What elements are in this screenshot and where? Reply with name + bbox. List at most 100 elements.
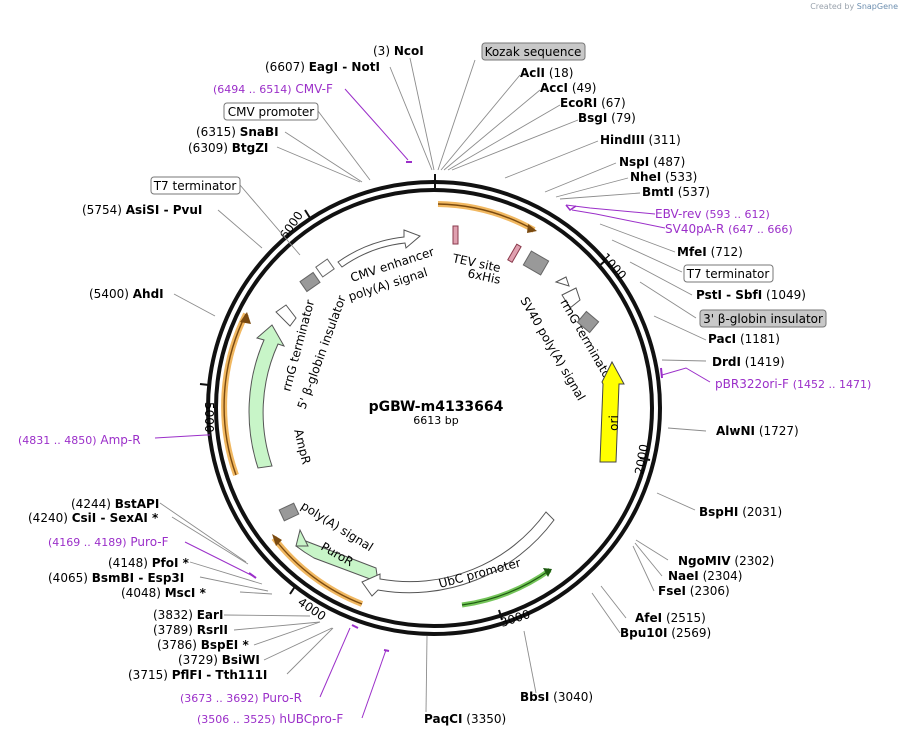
enzyme-label: BspHI (2031) <box>699 505 782 519</box>
enzyme-position: (18) <box>549 66 574 80</box>
enzyme-name: MscI * <box>165 586 207 600</box>
enzyme-position: (3) <box>373 44 390 58</box>
enzyme-name: BspEI * <box>201 638 250 652</box>
feature-tev-his: TEV site 6xHis <box>450 225 522 287</box>
enzyme-position: (5400) <box>89 287 129 301</box>
enzyme-position: (2304) <box>703 569 743 583</box>
enzyme-name: AccI <box>540 81 568 95</box>
enzyme-name: BbsI <box>520 690 549 704</box>
label-his: 6xHis <box>466 266 502 287</box>
enzyme-name: EcoRI <box>560 96 597 110</box>
enzyme-label: Bpu10I (2569) <box>620 626 711 640</box>
enzyme-name: AfeI <box>635 611 662 625</box>
enzyme-name: CsiI - SexAI * <box>72 511 159 525</box>
enzyme-position: (6315) <box>196 125 236 139</box>
enzyme-name: HindIII <box>600 133 645 147</box>
enzyme-position: (2302) <box>734 554 774 568</box>
enzyme-label: (6309) BtgZI <box>188 141 268 155</box>
primer-name: Amp-R <box>100 433 140 447</box>
enzyme-label: (5754) AsiSI - PvuI <box>82 203 202 217</box>
primer-label: (4169 .. 4189) Puro-F <box>48 535 169 549</box>
enzyme-name: AlwNI <box>716 424 755 438</box>
enzyme-name: EarI <box>197 608 224 622</box>
credit-brand: SnapGene <box>856 2 898 11</box>
enzyme-position: (1049) <box>766 288 806 302</box>
enzyme-name: NcoI <box>394 44 424 58</box>
enzyme-label: AlwNI (1727) <box>716 424 799 438</box>
primer-label: SV40pA-R (647 .. 666) <box>665 222 793 236</box>
cmv-promoter-label: CMV promoter <box>223 102 319 121</box>
primer-name: pBR322ori-F <box>715 377 789 391</box>
primer-name: EBV-rev <box>655 207 701 221</box>
feature-ori[interactable]: ori <box>599 360 625 463</box>
enzyme-position: (1727) <box>759 424 799 438</box>
label-cmv-promoter: CMV promoter <box>228 105 315 119</box>
tick-1000: 1000 <box>598 250 629 282</box>
enzyme-label: (5400) AhdI <box>89 287 164 301</box>
enzyme-position: (67) <box>601 96 626 110</box>
enzyme-label: PstI - SbfI (1049) <box>696 288 806 302</box>
enzyme-label: (3729) BsiWI <box>178 653 260 667</box>
globin3-label: 3' β-globin insulator <box>699 309 827 328</box>
primer-range: (4169 .. 4189) <box>48 536 127 549</box>
enzyme-position: (4065) <box>48 571 88 585</box>
leader-lines <box>159 57 707 713</box>
feature-rrng-left: rrnG terminator 5' β-globin insulator <box>275 294 349 411</box>
primer-leaders <box>154 88 711 719</box>
label-ori: ori <box>607 415 621 431</box>
small-box-left-1 <box>299 271 321 293</box>
enzyme-name: AhdI <box>133 287 164 301</box>
label-ampr: AmpR <box>291 428 313 466</box>
enzyme-label: (3) NcoI <box>373 44 424 58</box>
enzyme-name: FseI <box>658 584 686 598</box>
enzyme-name: BsmBI - Esp3I <box>92 571 184 585</box>
t7-terminator-left-label: T7 terminator <box>150 176 241 195</box>
primer-range: (1452 .. 1471) <box>793 378 872 391</box>
tick-3000: 3000 <box>499 607 532 630</box>
enzyme-label: (3715) PflFI - Tth111I <box>128 668 267 682</box>
feature-rrng-right: SV40 poly(A) signal rrnG terminator <box>517 276 617 403</box>
globin3-box <box>576 310 600 334</box>
enzyme-position: (3350) <box>466 712 506 726</box>
label-globin3: 3' β-globin insulator <box>703 312 823 326</box>
enzyme-label: (4065) BsmBI - Esp3I <box>48 571 184 585</box>
enzyme-label: NspI (487) <box>619 155 685 169</box>
enzyme-position: (487) <box>653 155 685 169</box>
enzyme-name: PstI - SbfI <box>696 288 762 302</box>
enzyme-name: NheI <box>630 170 661 184</box>
enzyme-name: BsgI <box>578 111 607 125</box>
enzyme-position: (4148) <box>108 556 148 570</box>
enzyme-name: BtgZI <box>232 141 269 155</box>
plasmid-name: pGBW-m4133664 <box>369 399 504 415</box>
enzyme-label: (4244) BstAPI <box>71 497 159 511</box>
enzyme-name: NaeI <box>668 569 699 583</box>
enzyme-label: FseI (2306) <box>658 584 730 598</box>
enzyme-name: SnaBI <box>240 125 279 139</box>
orf-arrow <box>527 224 537 233</box>
enzyme-position: (5754) <box>82 203 122 217</box>
primer-label: (4831 .. 4850) Amp-R <box>18 433 141 447</box>
enzyme-name: PacI <box>708 332 736 346</box>
enzyme-position: (49) <box>572 81 597 95</box>
enzyme-label: (6607) EagI - NotI <box>265 60 380 74</box>
enzyme-position: (3786) <box>157 638 197 652</box>
enzyme-position: (1419) <box>745 355 785 369</box>
enzyme-name: PaqCI <box>424 712 462 726</box>
enzyme-label: DrdI (1419) <box>712 355 785 369</box>
enzyme-position: (2031) <box>742 505 782 519</box>
primer-range: (3673 .. 3692) <box>180 692 259 705</box>
enzyme-label: HindIII (311) <box>600 133 681 147</box>
enzyme-name: BsiWI <box>222 653 260 667</box>
label-t7-left: T7 terminator <box>153 179 237 193</box>
snapgene-credit: Created by SnapGene <box>810 2 898 11</box>
primer-name: CMV-F <box>295 82 333 96</box>
enzyme-name: DrdI <box>712 355 741 369</box>
primer-label: pBR322ori-F (1452 .. 1471) <box>715 377 871 391</box>
enzyme-label: NgoMIV (2302) <box>678 554 774 568</box>
primer-range: (3506 .. 3525) <box>197 713 276 726</box>
enzyme-name: PfoI * <box>152 556 190 570</box>
enzyme-position: (4240) <box>28 511 68 525</box>
enzyme-position: (79) <box>611 111 636 125</box>
